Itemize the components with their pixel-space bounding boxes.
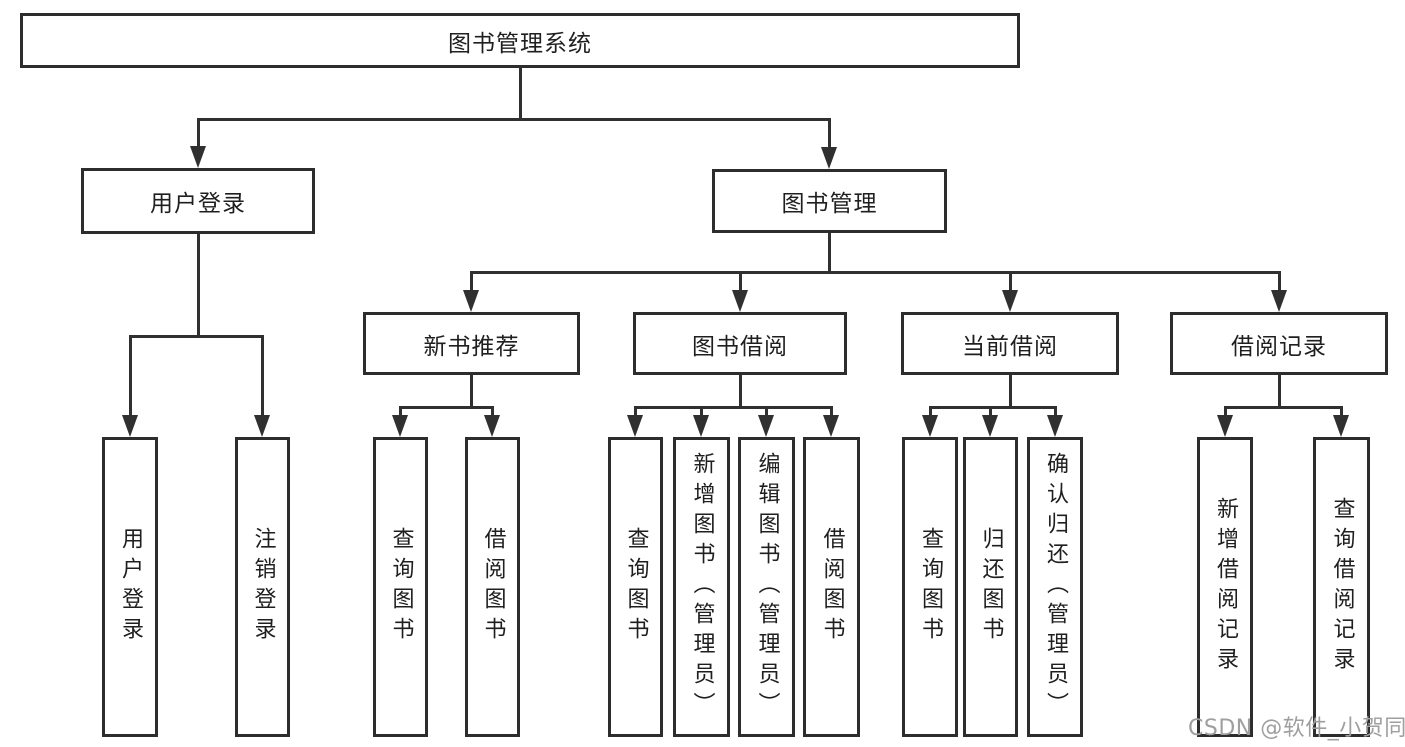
connector-line <box>828 233 831 271</box>
leaf-current-query-books: 查询图书 <box>902 437 958 737</box>
node-label: 新增借阅记录 <box>1213 497 1238 677</box>
leaf-borrow-edit-books-admin: 编辑图书（管理员） <box>738 437 795 737</box>
node-label: 图书管理 <box>781 191 878 217</box>
node-label: 新书推荐 <box>423 333 520 360</box>
connector-line <box>634 406 833 409</box>
node-book-management: 图书管理 <box>712 169 947 233</box>
connector-line <box>197 234 200 335</box>
connector-line <box>129 335 264 338</box>
arrow-down-icon <box>1271 290 1287 312</box>
node-new-book-recommend: 新书推荐 <box>363 312 580 375</box>
connector-line <box>1009 375 1012 406</box>
connector-line <box>929 406 1057 409</box>
connector-line <box>399 406 402 419</box>
leaf-records-add-record: 新增借阅记录 <box>1197 437 1253 737</box>
connector-line <box>828 118 831 149</box>
csdn-watermark: CSDN @软件_小贺同学 <box>1188 716 1405 741</box>
arrow-down-icon <box>1333 415 1349 437</box>
arrow-down-icon <box>922 415 938 437</box>
node-label: 借阅记录 <box>1231 333 1327 360</box>
arrow-down-icon <box>1002 290 1018 312</box>
node-borrow-records: 借阅记录 <box>1170 312 1388 375</box>
connector-line <box>1278 375 1281 406</box>
arrow-down-icon <box>627 415 643 437</box>
connector-line <box>197 118 830 121</box>
connector-line <box>261 335 264 417</box>
node-library-management-system: 图书管理系统 <box>20 13 1020 68</box>
arrow-down-icon <box>732 290 748 312</box>
leaf-borrow-borrow-books: 借阅图书 <box>803 437 860 737</box>
arrow-down-icon <box>254 415 270 437</box>
leaf-records-query-record: 查询借阅记录 <box>1313 437 1370 737</box>
leaf-current-confirm-return-admin: 确认归还（管理员） <box>1027 437 1083 737</box>
node-book-borrow: 图书借阅 <box>633 312 847 375</box>
arrow-down-icon <box>392 415 408 437</box>
arrow-down-icon <box>190 146 206 168</box>
connector-line <box>399 406 494 409</box>
connector-line <box>700 406 703 419</box>
connector-line <box>129 335 132 417</box>
node-label: 用户登录 <box>150 191 246 217</box>
arrow-down-icon <box>122 415 138 437</box>
arrow-down-icon <box>693 415 709 437</box>
node-label: 确认归还（管理员） <box>1043 452 1068 722</box>
arrow-down-icon <box>758 415 774 437</box>
leaf-recommend-borrow-books: 借阅图书 <box>465 437 520 737</box>
node-label: 新增图书（管理员） <box>689 452 715 722</box>
node-label: 归还图书 <box>978 527 1004 647</box>
node-current-borrow: 当前借阅 <box>901 312 1119 375</box>
node-label: 查询借阅记录 <box>1329 497 1355 677</box>
node-label: 编辑图书（管理员） <box>754 452 780 722</box>
connector-line <box>470 271 1281 274</box>
connector-line <box>1054 406 1057 419</box>
node-label: 查询图书 <box>623 527 649 647</box>
arrow-down-icon <box>982 415 998 437</box>
leaf-current-return-books: 归还图书 <box>963 437 1018 737</box>
node-label: 当前借阅 <box>962 333 1058 360</box>
connector-line <box>470 271 473 292</box>
arrow-down-icon <box>484 415 500 437</box>
connector-line <box>1278 271 1281 292</box>
leaf-logout: 注销登录 <box>235 437 290 737</box>
connector-line <box>830 406 833 419</box>
arrow-down-icon <box>821 147 837 169</box>
connector-line <box>739 271 742 292</box>
connector-line <box>1009 271 1012 292</box>
connector-line <box>634 406 637 419</box>
node-label: 查询图书 <box>918 527 943 647</box>
node-label: 借阅图书 <box>480 527 506 647</box>
connector-line <box>491 406 494 419</box>
connector-line <box>1340 406 1343 419</box>
node-label: 图书借阅 <box>692 333 788 360</box>
leaf-borrow-add-books-admin: 新增图书（管理员） <box>673 437 730 737</box>
leaf-borrow-query-books: 查询图书 <box>608 437 663 737</box>
connector-line <box>739 375 742 406</box>
connector-line <box>1224 406 1342 409</box>
node-label: 借阅图书 <box>819 527 845 647</box>
leaf-user-login: 用户登录 <box>102 437 158 737</box>
leaf-recommend-query-books: 查询图书 <box>373 437 428 737</box>
connector-line <box>765 406 768 419</box>
arrow-down-icon <box>1217 415 1233 437</box>
node-user-login: 用户登录 <box>81 168 315 234</box>
node-label: 注销登录 <box>250 527 276 647</box>
node-label: 用户登录 <box>118 527 143 647</box>
connector-line <box>1224 406 1227 419</box>
connector-line <box>929 406 932 419</box>
arrow-down-icon <box>463 290 479 312</box>
connector-line <box>470 375 473 406</box>
arrow-down-icon <box>1047 415 1063 437</box>
arrow-down-icon <box>823 415 839 437</box>
connector-line <box>989 406 992 419</box>
node-label: 查询图书 <box>388 527 414 647</box>
connector-line <box>519 68 522 118</box>
node-label: 图书管理系统 <box>448 30 592 57</box>
connector-line <box>197 118 200 148</box>
